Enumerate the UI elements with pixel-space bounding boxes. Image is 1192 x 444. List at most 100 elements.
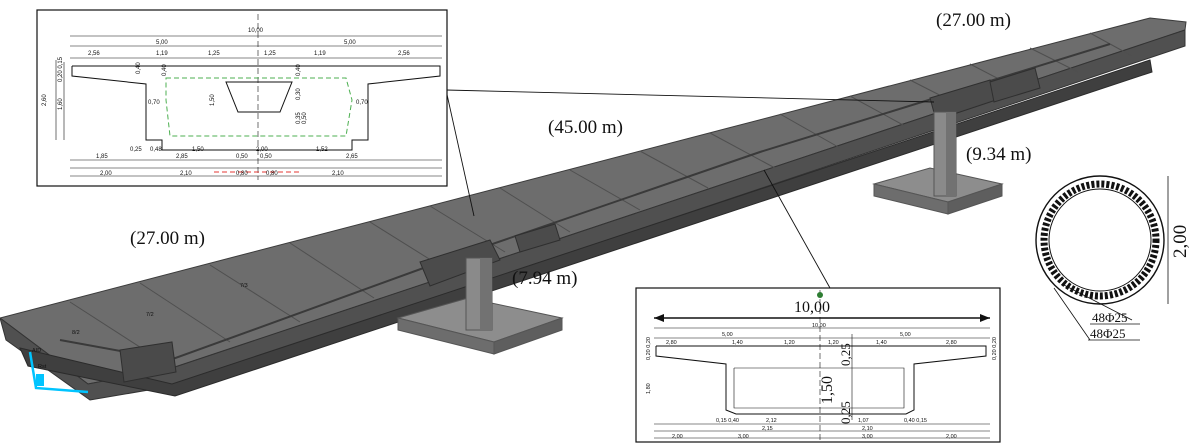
top-row2-2: 1,25 (208, 51, 220, 57)
top-b1-3: 2,00 (256, 147, 268, 153)
bottom-section-inner (733, 367, 905, 409)
bottom-overall-width: 10,00 (794, 299, 830, 316)
bottom-cross-section-inset: 10,00 10,00 5,00 5,00 2,80 1,40 1,20 1,2… (635, 287, 1001, 443)
bottom-arrow-left (654, 314, 664, 322)
middle-diaphragm (514, 223, 561, 253)
pier-diameter-label: 2,00 (1170, 225, 1191, 258)
tag-span1: 7/2 (146, 312, 154, 318)
bottom-center-marker (817, 292, 823, 298)
bottom-b1-1: 2,12 (766, 418, 777, 424)
pier-inner-circle (1048, 188, 1152, 292)
bottom-dim-lines (654, 317, 990, 439)
bottom-b2-0: 2,15 (762, 426, 773, 432)
left-pier-column-shade (480, 258, 492, 330)
bottom-b3-3: 2,00 (946, 434, 957, 440)
bottom-half-right: 5,00 (900, 332, 911, 338)
top-b1-1: 0,48 (150, 147, 162, 153)
right-pier-column-shade (946, 112, 956, 196)
top-small-c: 0,35 (296, 112, 302, 124)
bottom-row2-3: 1,20 (828, 340, 839, 346)
top-b2-1: 2,85 (176, 154, 188, 160)
left-span-label: (27.00 m) (130, 228, 205, 249)
bottom-row2-1: 1,40 (732, 340, 743, 346)
middle-span-label: (45.00 m) (548, 117, 623, 138)
right-footing-front (947, 183, 1003, 215)
pier-outer-circle (1035, 175, 1165, 305)
left-end-block (119, 341, 177, 383)
top-b3-0: 2,00 (100, 171, 112, 177)
top-b1-0: 0,25 (130, 147, 142, 153)
bottom-small-overall: 10,00 (812, 323, 826, 329)
top-haunch-left: 0,40 (136, 62, 142, 74)
top-row2-1: 1,19 (156, 51, 168, 57)
top-half-left: 5,00 (156, 40, 168, 46)
top-b2-4: 2,65 (346, 154, 358, 160)
bottom-bottom-slab: 0,25 (838, 401, 853, 424)
top-b2-0: 1,85 (96, 154, 108, 160)
bottom-row2-0: 2,80 (666, 340, 677, 346)
top-haunch-mid: 0,40 (162, 64, 168, 76)
bottom-row2-2: 1,20 (784, 340, 795, 346)
top-row2-0: 2,56 (88, 51, 100, 57)
top-inset-frame (36, 9, 448, 187)
top-small-a: 0,30 (296, 88, 302, 100)
bottom-b1-0: 0,15 0,40 (716, 418, 739, 424)
bottom-right-depth: 0,20 0,20 (992, 337, 998, 360)
tag-span2: 7/3 (240, 283, 248, 289)
top-half-right: 5,00 (344, 40, 356, 46)
pier-rebar-inner-label: 48Φ25 (1090, 326, 1126, 341)
left-pier-height-label: (7.94 m) (512, 268, 577, 289)
bottom-b3-2: 3,00 (862, 434, 873, 440)
bottom-inner-height: 1,50 (819, 376, 836, 404)
top-haunch-right: 0,40 (296, 64, 302, 76)
top-depth: 2,60 (42, 94, 48, 106)
deck-box-girder (19, 59, 1153, 397)
right-pier (872, 111, 1004, 215)
top-row2-5: 2,56 (398, 51, 410, 57)
pier-rebar-outer-label: 48Φ25 (1092, 310, 1128, 325)
bottom-b1-2: 1,07 (858, 418, 869, 424)
pier-circular-section: 2,00 48Φ25 48Φ25 (1035, 175, 1191, 341)
right-span-label: (27.00 m) (936, 10, 1011, 31)
top-inner-height: 1,50 (210, 94, 216, 106)
bottom-b3-0: 2,00 (672, 434, 683, 440)
bottom-inset-frame (635, 287, 1001, 443)
bottom-b2-1: 2,10 (862, 426, 873, 432)
left-pier (396, 257, 564, 355)
top-b2-3: 0,50 (260, 154, 272, 160)
right-pier-height-label: (9.34 m) (966, 144, 1031, 165)
top-b1-2: 1,50 (192, 147, 204, 153)
support-highlight (28, 351, 89, 394)
top-b3-1: 2,10 (180, 171, 192, 177)
bottom-left-depth: 0,20 0,20 (646, 337, 652, 360)
bottom-arrow-right (980, 314, 990, 322)
top-b2-2: 0,50 (236, 154, 248, 160)
top-cross-section-inset: 10,00 5,00 5,00 2,56 1,19 1,25 1,25 1,19… (36, 9, 448, 187)
left-diaphragm (419, 239, 501, 287)
bottom-section-outline (655, 345, 987, 415)
tag-axis: AID (32, 348, 41, 354)
bottom-row2-4: 1,40 (876, 340, 887, 346)
left-footing-front (493, 317, 563, 355)
top-section-outline (71, 65, 441, 151)
bridge-3d-model: AID Rst 7/2 7/3 8/2 (0, 17, 1187, 401)
top-b3-3: 0,80 (266, 171, 278, 177)
top-web-right: 0,70 (356, 100, 368, 106)
pier-leader-2 (1053, 287, 1091, 341)
tag-span3: 8/2 (72, 330, 80, 336)
top-web-left: 0,70 (148, 100, 160, 106)
top-b3-4: 2,10 (332, 171, 344, 177)
top-overall-width: 10,00 (248, 28, 264, 34)
leader-lines (445, 89, 935, 289)
top-b1-4: 1,52 (316, 147, 328, 153)
top-web-depth: 1,60 (58, 98, 64, 110)
top-b3-2: 0,80 (236, 171, 248, 177)
bottom-half-left: 5,00 (722, 332, 733, 338)
top-section-green-dashed (165, 77, 353, 137)
bottom-top-slab: 0,25 (838, 343, 853, 366)
tag-rest: Rst (38, 364, 47, 370)
top-row2-3: 1,25 (264, 51, 276, 57)
bottom-row2-5: 2,80 (946, 340, 957, 346)
top-row2-4: 1,19 (314, 51, 326, 57)
